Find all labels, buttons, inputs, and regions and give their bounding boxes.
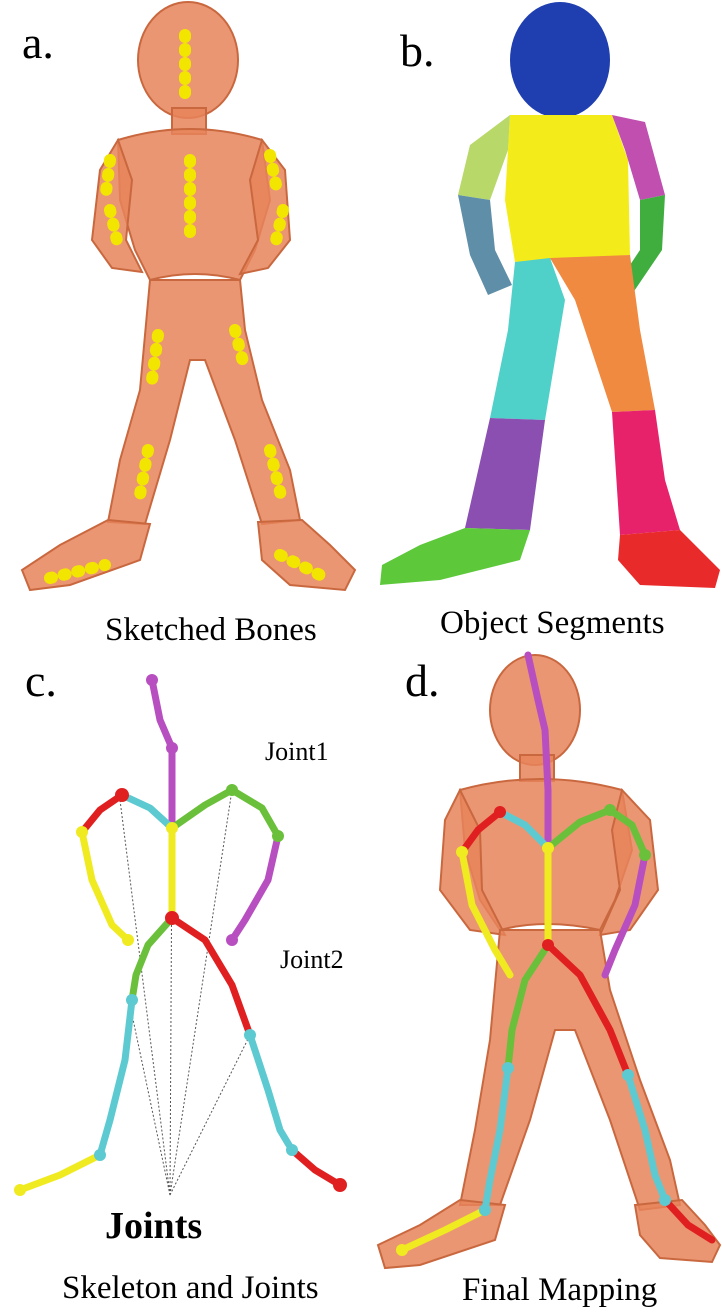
- segment-torso: [505, 115, 630, 262]
- skeleton-left-foot: [20, 1155, 100, 1190]
- joint-left-elbow: [76, 826, 88, 838]
- skeleton-right-clavicle: [172, 790, 278, 836]
- joint-right-ankle: [286, 1144, 298, 1156]
- skeleton-right-foot: [292, 1150, 340, 1185]
- segment-left-upper-arm: [458, 115, 510, 200]
- joint-right-knee: [244, 1029, 256, 1041]
- segment-right-foot: [618, 530, 720, 588]
- skeleton-left-upper-arm: [82, 795, 122, 832]
- skeleton-left-hip: [132, 918, 172, 1000]
- panel-b-segments: [380, 2, 720, 588]
- panel-c: c. Joint1 Joint2: [14, 655, 347, 1306]
- joint-chest: [166, 822, 178, 834]
- mapped-joint-right-elbow: [639, 849, 651, 861]
- joint-neck: [166, 742, 178, 754]
- mapped-joint-right-shoulder: [604, 804, 616, 816]
- panel-c-caption: Skeleton and Joints: [62, 1270, 319, 1306]
- panel-a: a. Sketched Bones: [22, 2, 355, 648]
- bone-left-upper-arm: [105, 160, 110, 200]
- mapped-joint-right-knee: [622, 1069, 634, 1081]
- joint-left-shoulder: [115, 788, 129, 802]
- joint-left-knee: [126, 994, 138, 1006]
- skeleton-head-neck: [152, 680, 172, 828]
- joint-right-shoulder: [226, 784, 238, 796]
- panel-c-pointer-lines: [120, 790, 250, 1195]
- joint-head-top: [146, 674, 158, 686]
- mapped-joint-pelvis: [542, 939, 554, 951]
- segment-left-shin: [465, 418, 545, 530]
- mapped-joint-right-ankle: [659, 1194, 671, 1206]
- joints-label: Joints: [105, 1205, 202, 1247]
- mapped-joint-chest: [542, 842, 554, 854]
- joint-left-toe: [14, 1184, 26, 1196]
- panel-d-caption: Final Mapping: [462, 1272, 657, 1308]
- joint-pelvis: [165, 911, 179, 925]
- panel-a-letter: a.: [22, 17, 54, 68]
- mapped-joint-left-shoulder: [494, 806, 506, 818]
- joint-right-toe: [333, 1178, 347, 1192]
- panel-b-caption: Object Segments: [440, 605, 665, 641]
- panel-a-caption: Sketched Bones: [105, 612, 317, 648]
- mapped-joint-left-toe: [396, 1244, 408, 1256]
- joint1-label: Joint1: [265, 737, 329, 766]
- skeleton-left-clavicle: [122, 795, 172, 828]
- segment-head: [510, 2, 610, 118]
- joint-left-ankle: [94, 1149, 106, 1161]
- joint-right-elbow: [272, 830, 284, 842]
- mapped-joint-left-elbow: [456, 846, 468, 858]
- skeleton-right-leg: [250, 1035, 292, 1150]
- joint2-label: Joint2: [280, 945, 344, 974]
- joint-left-hand: [122, 934, 134, 946]
- panel-d: d.: [378, 655, 720, 1308]
- panel-c-letter: c.: [25, 655, 57, 706]
- panel-d-letter: d.: [405, 655, 440, 706]
- segment-left-foot: [380, 528, 530, 585]
- joint-right-hand: [226, 934, 238, 946]
- segment-right-shin: [612, 410, 680, 535]
- mapped-joint-left-knee: [502, 1062, 514, 1074]
- panel-b-letter: b.: [400, 25, 435, 76]
- skeleton-right-forearm: [232, 836, 278, 940]
- panel-b: b. Object Segments: [380, 2, 720, 641]
- mapped-joint-left-ankle: [479, 1204, 491, 1216]
- skeleton-left-forearm: [82, 832, 128, 940]
- segment-left-forearm: [458, 195, 512, 295]
- skeleton-left-leg: [100, 1000, 132, 1155]
